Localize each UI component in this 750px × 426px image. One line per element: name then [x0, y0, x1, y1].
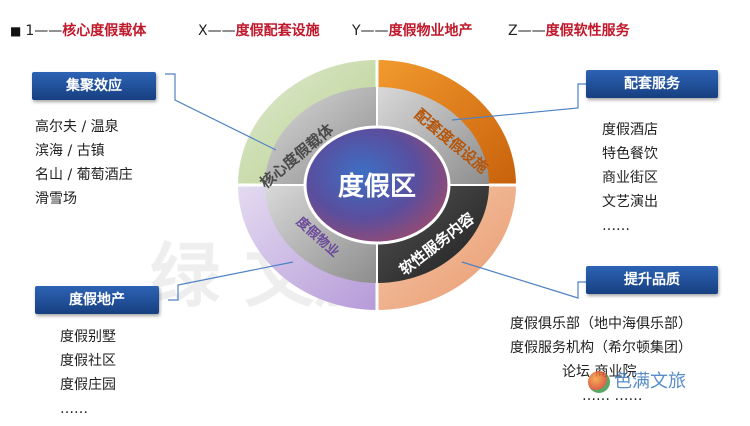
legend-item-1: ■1——核心度假载体 [10, 23, 147, 39]
list-item: 滑雪场 [35, 191, 77, 207]
legend-item-y: Y——度假物业地产 [352, 23, 473, 39]
list-property: 度假别墅 度假社区 度假庄园 …… [60, 325, 116, 421]
list-item: …… [602, 218, 630, 234]
box-improve-quality: 提升品质 [586, 266, 718, 294]
list-item: 度假社区 [60, 353, 116, 369]
box-cluster-effect: 集聚效应 [32, 72, 156, 100]
list-item: 高尔夫 / 温泉 [35, 119, 119, 135]
list-item: 度假服务机构（希尔顿集团） [510, 340, 692, 356]
center-label: 度假区 [338, 171, 416, 202]
list-quality: 度假俱乐部（地中海俱乐部） 度假服务机构（希尔顿集团） 论坛 商业院 …… …… [510, 312, 692, 408]
list-item: 度假酒店 [602, 122, 658, 138]
legend-item-z: Z——度假软性服务 [508, 23, 630, 39]
list-item: 度假庄园 [60, 377, 116, 393]
list-item: …… [60, 401, 88, 417]
list-item: 名山 / 葡萄酒庄 [35, 167, 133, 183]
box-resort-property: 度假地产 [35, 286, 159, 314]
list-item: 特色餐饮 [602, 146, 658, 162]
box-support-services: 配套服务 [586, 70, 718, 98]
center-ellipse [303, 125, 451, 245]
brand-logo: 色满文旅 [588, 367, 686, 393]
connector-cluster [165, 73, 277, 151]
connector-property [168, 261, 294, 301]
connector-support [451, 83, 588, 121]
logo-icon [588, 371, 610, 393]
list-support: 度假酒店 特色餐饮 商业街区 文艺演出 …… [602, 118, 658, 238]
list-cluster: 高尔夫 / 温泉 滨海 / 古镇 名山 / 葡萄酒庄 滑雪场 [35, 115, 133, 211]
list-item: 度假别墅 [60, 329, 116, 345]
list-item: 商业街区 [602, 170, 658, 186]
legend-item-x: X——度假配套设施 [198, 23, 320, 39]
list-item: 文艺演出 [602, 194, 658, 210]
bullet-icon: ■ [10, 24, 22, 38]
list-item: 度假俱乐部（地中海俱乐部） [510, 316, 692, 332]
connector-quality [461, 261, 588, 299]
list-item: 滨海 / 古镇 [35, 143, 105, 159]
